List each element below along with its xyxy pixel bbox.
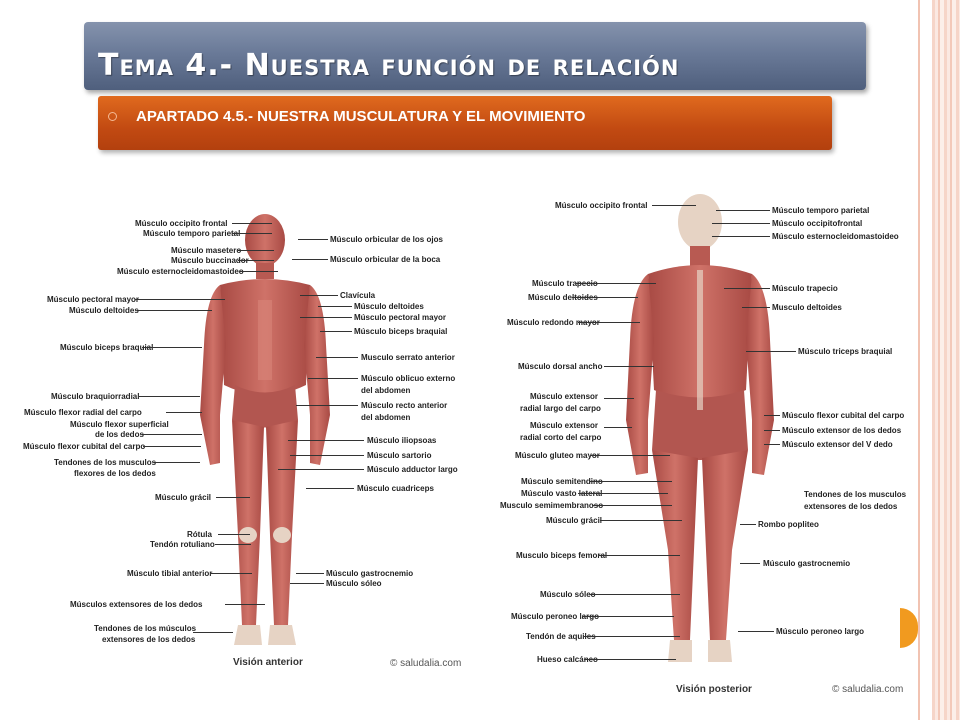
- label-adductor: Músculo adductor largo: [367, 465, 458, 474]
- label-deltoides-left: Músculo deltoides: [69, 306, 139, 315]
- label-gracil-posterior: Músculo grácil: [546, 516, 603, 525]
- label-oblicuo-2: del abdomen: [361, 386, 411, 395]
- label-semimembranoso: Musculo semimembranoso: [500, 501, 604, 510]
- accent-tab: [900, 608, 918, 648]
- label-tendones-flexores: Tendones de los musculos: [54, 458, 157, 467]
- label-pectoral-mayor-left: Músculo pectoral mayor: [47, 295, 140, 304]
- label-tendones-flexores-2: flexores de los dedos: [74, 469, 156, 478]
- label-redondo-mayor: Músculo redondo mayor: [507, 318, 600, 327]
- label-orbicular-boca: Músculo orbicular de la boca: [330, 255, 441, 264]
- label-temporo-parietal-posterior: Músculo temporo parietal: [772, 206, 870, 215]
- title-banner: Tema 4.- Nuestra función de relación: [84, 22, 866, 90]
- label-extensor-dedos: Músculo extensor de los dedos: [782, 426, 902, 435]
- label-cuadriceps: Músculo cuadriceps: [357, 484, 434, 493]
- posterior-caption: Visión posterior: [676, 684, 752, 695]
- label-biceps-left: Músculo biceps braquial: [60, 343, 154, 352]
- label-tendones-extensores-posterior: Tendones de los musculos: [804, 490, 907, 499]
- label-iliopsoas: Músculo iliopsoas: [367, 436, 437, 445]
- label-gluteo-mayor: Músculo gluteo mayor: [515, 451, 600, 460]
- label-sartorio: Músculo sartorio: [367, 451, 432, 460]
- anterior-caption: Visión anterior: [233, 657, 303, 668]
- label-extensor-radial-largo-2: radial largo del carpo: [520, 404, 601, 413]
- label-dorsal-ancho: Músculo dorsal ancho: [518, 362, 603, 371]
- label-vasto-lateral: Músculo vasto lateral: [521, 489, 603, 498]
- bullet-icon: [108, 112, 117, 121]
- subtitle-banner: APARTADO 4.5.- NUESTRA MUSCULATURA Y EL …: [98, 96, 832, 150]
- label-gracil-anterior: Músculo grácil: [155, 493, 212, 502]
- label-esternocleidomastoideo-posterior: Músculo esternocleidomastoideo: [772, 232, 899, 241]
- label-oblicuo: Músculo oblicuo externo: [361, 374, 456, 383]
- label-temporo-parietal-anterior: Músculo temporo parietal: [143, 229, 241, 238]
- label-masetero: Músculo masetero: [171, 246, 242, 255]
- label-flexor-cubital-posterior: Músculo flexor cubital del carpo: [782, 411, 905, 420]
- label-deltoides-right: Músculo deltoides: [354, 302, 424, 311]
- label-occipito-frontal-anterior: Músculo occipito frontal: [135, 219, 228, 228]
- label-triceps: Músculo triceps braquial: [798, 347, 893, 356]
- label-occipitofrontal: Músculo occipitofrontal: [772, 219, 863, 228]
- label-gastrocnemio-posterior: Músculo gastrocnemio: [763, 559, 851, 568]
- label-peroneo-largo-right: Músculo peroneo largo: [776, 627, 865, 636]
- label-soleo-posterior: Músculo sóleo: [540, 590, 596, 599]
- label-serrato: Musculo serrato anterior: [361, 353, 455, 362]
- label-flexor-superficial: Músculo flexor superficial: [70, 420, 169, 429]
- decorative-stripes: [932, 0, 960, 720]
- label-biceps-right: Músculo biceps braquial: [354, 327, 448, 336]
- decorative-divider: [918, 0, 920, 720]
- label-semitendino: Músculo semitendino: [521, 477, 603, 486]
- label-clavicula: Clavícula: [340, 291, 376, 300]
- label-biceps-femoral: Musculo biceps femoral: [516, 551, 608, 560]
- label-rombo-popliteo: Rombo popliteo: [758, 520, 819, 529]
- label-orbicular-ojos: Músculo orbicular de los ojos: [330, 235, 443, 244]
- label-soleo-anterior: Músculo sóleo: [326, 579, 382, 588]
- label-occipito-frontal-posterior: Músculo occipito frontal: [555, 201, 648, 210]
- label-peroneo-largo-left: Músculo peroneo largo: [511, 612, 600, 621]
- slide-subtitle: APARTADO 4.5.- NUESTRA MUSCULATURA Y EL …: [136, 108, 586, 125]
- label-tendones-extensores-anterior-2: extensores de los dedos: [102, 635, 196, 644]
- label-pectoral-mayor-right: Músculo pectoral mayor: [354, 313, 447, 322]
- label-flexor-cubital-anterior: Músculo flexor cubital del carpo: [23, 442, 146, 451]
- label-gastrocnemio-anterior: Músculo gastrocnemio: [326, 569, 414, 578]
- anterior-copyright: © saludalia.com: [390, 658, 462, 669]
- label-extensor-radial-corto: Músculo extensor: [530, 421, 599, 430]
- label-tendon-aquiles: Tendón de aquiles: [526, 632, 596, 641]
- label-extensor-radial-largo: Músculo extensor: [530, 392, 599, 401]
- label-deltoides-posterior-left: Músculo deltoides: [528, 293, 598, 302]
- label-buccinador: Músculo buccinador: [171, 256, 249, 265]
- label-extensores-dedos: Músculos extensores de los dedos: [70, 600, 203, 609]
- posterior-copyright: © saludalia.com: [832, 684, 904, 695]
- label-flexor-radial: Músculo flexor radial del carpo: [24, 408, 142, 417]
- label-recto-2: del abdomen: [361, 413, 411, 422]
- label-tendones-extensores-anterior: Tendones de los músculos: [94, 624, 197, 633]
- label-hueso-calcaneo: Hueso calcáneo: [537, 655, 598, 664]
- label-esternocleidomastoideo-anterior: Músculo esternocleidomastoideo: [117, 267, 244, 276]
- label-deltoides-posterior-right: Musculo deltoides: [772, 303, 842, 312]
- label-braquiorradial: Músculo braquiorradial: [51, 392, 140, 401]
- label-extensor-radial-corto-2: radial corto del carpo: [520, 433, 602, 442]
- slide-title: Tema 4.- Nuestra función de relación: [98, 48, 680, 83]
- label-trapecio-right: Músculo trapecio: [772, 284, 838, 293]
- label-tendones-extensores-posterior-2: extensores de los dedos: [804, 502, 898, 511]
- posterior-body-illustration: [626, 194, 774, 662]
- label-tibial-anterior: Músculo tibial anterior: [127, 569, 213, 578]
- label-rotula: Rótula: [187, 530, 212, 539]
- label-recto: Músculo recto anterior: [361, 401, 448, 410]
- label-tendon-rotuliano: Tendón rotuliano: [150, 540, 215, 549]
- label-trapecio-left: Músculo trapecio: [532, 279, 598, 288]
- label-flexor-superficial-2: de los dedos: [95, 430, 144, 439]
- label-extensor-v-dedo: Músculo extensor del V dedo: [782, 440, 893, 449]
